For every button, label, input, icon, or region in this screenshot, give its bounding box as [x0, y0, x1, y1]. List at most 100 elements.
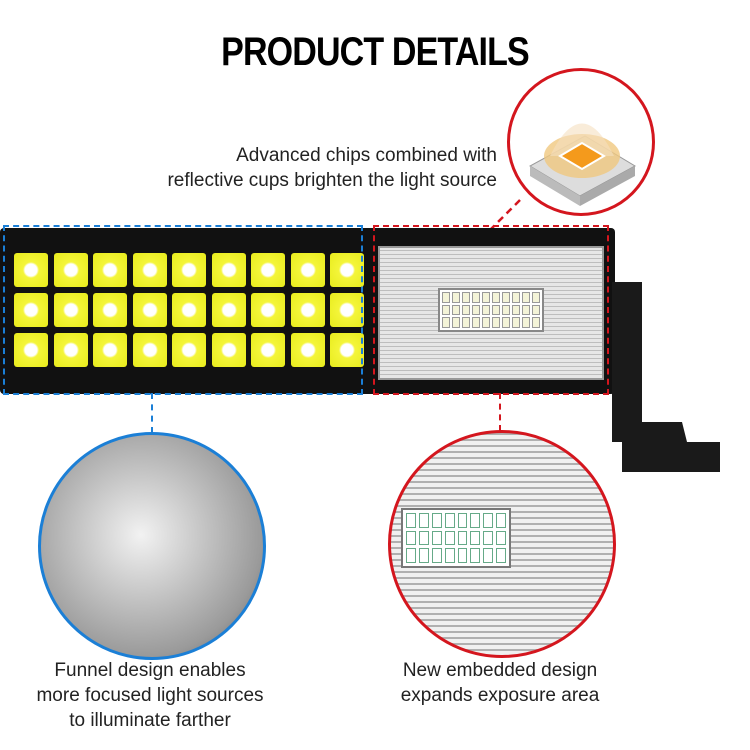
led-cell [53, 253, 88, 287]
smd-led [406, 513, 416, 528]
smd-led [442, 317, 450, 328]
smd-led [496, 548, 506, 563]
smd-led [472, 292, 480, 303]
led-cell [53, 333, 88, 367]
funnel-highlight-box [3, 225, 363, 395]
smd-led [532, 317, 540, 328]
led-cell [132, 333, 167, 367]
led-cell [251, 253, 285, 287]
smd-led [457, 513, 468, 528]
led-cell [290, 333, 325, 367]
smd-led [483, 548, 494, 563]
smd-led [492, 292, 500, 303]
smd-led [502, 292, 510, 303]
funnel-caption-line: more focused light sources [36, 685, 264, 706]
smd-led [502, 317, 510, 328]
smd-led [470, 530, 481, 546]
smd-led [457, 548, 468, 563]
red-pointer-line [499, 393, 501, 431]
chip-caption: Advanced chips combined with reflective … [167, 143, 497, 193]
smd-led [431, 513, 442, 528]
page-title: PRODUCT DETAILS [221, 30, 530, 74]
led-cell [290, 253, 325, 287]
smd-led [492, 317, 500, 328]
smd-led [452, 304, 460, 316]
led-chip-icon [528, 123, 637, 206]
smd-led [470, 513, 481, 528]
smd-led [482, 304, 490, 316]
chip-caption-line: Advanced chips combined with [236, 145, 497, 166]
led-cell [251, 333, 285, 367]
embedded-closeup-image [388, 430, 616, 658]
smd-led [444, 530, 455, 546]
embedded-caption-line: New embedded design [402, 660, 598, 681]
smd-led [442, 304, 450, 316]
smd-led [452, 292, 460, 303]
led-cell [14, 333, 48, 367]
smd-led [532, 292, 540, 303]
smd-led [418, 530, 429, 546]
led-cell [172, 333, 206, 367]
smd-led [512, 304, 520, 316]
smd-led [512, 317, 520, 328]
smd-led [532, 304, 540, 316]
flood-highlight-box [373, 225, 609, 395]
led-cell [211, 253, 246, 287]
smd-led [522, 304, 530, 316]
smd-led [431, 530, 442, 546]
led-cell [211, 293, 246, 327]
led-cell [93, 293, 127, 327]
smd-led [406, 548, 416, 563]
led-cell [172, 253, 206, 287]
smd-led [522, 317, 530, 328]
led-cell [251, 293, 285, 327]
smd-led [502, 304, 510, 316]
embedded-caption: New embedded design expands exposure are… [350, 658, 650, 708]
chip-closeup-image [507, 68, 655, 216]
blue-pointer-line [151, 393, 153, 433]
led-cell [330, 333, 364, 367]
led-cell [330, 253, 364, 287]
led-cell [93, 253, 127, 287]
led-cell [132, 293, 167, 327]
smd-led [462, 304, 470, 316]
smd-led [406, 530, 416, 546]
smd-led [492, 304, 500, 316]
funnel-caption-line: Funnel design enables [54, 660, 246, 681]
smd-led [457, 530, 468, 546]
smd-led [444, 548, 455, 563]
funnel-caption-line: to illuminate farther [69, 710, 231, 731]
embedded-caption-line: expands exposure area [400, 685, 600, 706]
smd-led [472, 317, 480, 328]
smd-led [462, 292, 470, 303]
smd-led [522, 292, 530, 303]
led-cell [290, 293, 325, 327]
smd-led [483, 513, 494, 528]
smd-led-array [438, 288, 544, 332]
chip-caption-line: reflective cups brighten the light sourc… [167, 170, 497, 191]
smd-led [442, 292, 450, 303]
closeup-led-array [401, 508, 511, 568]
smd-led [496, 530, 506, 546]
led-cell [330, 293, 364, 327]
flood-module [378, 246, 604, 380]
smd-led [483, 530, 494, 546]
smd-led [482, 317, 490, 328]
led-cell [14, 253, 48, 287]
smd-led [496, 513, 506, 528]
led-cell [132, 253, 167, 287]
led-cell [211, 333, 246, 367]
funnel-closeup-image [38, 432, 266, 660]
smd-led [512, 292, 520, 303]
led-cell [93, 333, 127, 367]
smd-led [452, 317, 460, 328]
smd-led [462, 317, 470, 328]
smd-led [418, 513, 429, 528]
smd-led [470, 548, 481, 563]
smd-led [444, 513, 455, 528]
funnel-caption: Funnel design enables more focused light… [0, 658, 300, 733]
smd-led [472, 304, 480, 316]
smd-led [431, 548, 442, 563]
smd-led [418, 548, 429, 563]
led-cell [53, 293, 88, 327]
